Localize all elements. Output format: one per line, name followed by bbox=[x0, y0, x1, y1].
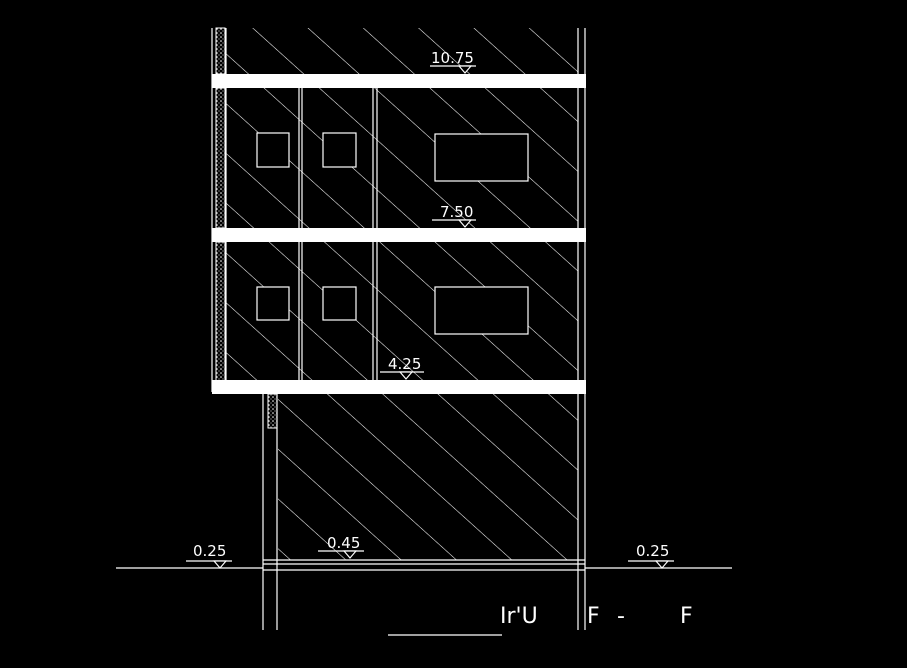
level-label-outside-right: 0.25 bbox=[636, 542, 669, 560]
window-upper-2 bbox=[322, 132, 357, 168]
windows bbox=[256, 132, 529, 335]
window-upper-3 bbox=[434, 133, 529, 182]
window-middle-3 bbox=[434, 286, 529, 335]
window-middle-2 bbox=[322, 286, 357, 321]
floor-slabs bbox=[212, 74, 586, 394]
level-marker-outside-right: 0.25 bbox=[628, 542, 674, 569]
level-label-first-floor: 4.25 bbox=[388, 355, 421, 373]
window-middle-1 bbox=[256, 286, 290, 321]
section-title-left-mark: F bbox=[587, 604, 600, 629]
insulation-ground bbox=[267, 393, 278, 429]
insulation-upper bbox=[215, 87, 226, 229]
level-label-inside-ground: 0.45 bbox=[327, 534, 360, 552]
level-label-outside-left: 0.25 bbox=[193, 542, 226, 560]
insulation-top bbox=[215, 27, 226, 75]
level-marker-outside-left: 0.25 bbox=[186, 542, 232, 569]
level-marker-second-floor: 7.50 bbox=[432, 203, 476, 228]
level-marker-roof: 10.75 bbox=[430, 49, 476, 74]
slab-roof bbox=[212, 74, 586, 88]
ground-lines bbox=[116, 559, 732, 571]
hatch-top-parapet bbox=[226, 28, 578, 74]
level-marker-first-floor: 4.25 bbox=[380, 355, 424, 380]
hatch-ground-floor bbox=[278, 394, 578, 560]
insulation-middle bbox=[215, 241, 226, 383]
slab-first-floor bbox=[212, 380, 586, 394]
slab-second-floor bbox=[212, 228, 586, 242]
window-upper-1 bbox=[256, 132, 290, 168]
level-label-second-floor: 7.50 bbox=[440, 203, 473, 221]
section-title-name: Ir'U bbox=[500, 604, 538, 629]
section-title: Ir'U F - F bbox=[388, 604, 693, 636]
level-marker-inside-ground: 0.45 bbox=[318, 534, 364, 559]
section-title-right-mark: F bbox=[680, 604, 693, 629]
section-title-dash: - bbox=[617, 604, 625, 629]
level-label-roof: 10.75 bbox=[431, 49, 474, 67]
